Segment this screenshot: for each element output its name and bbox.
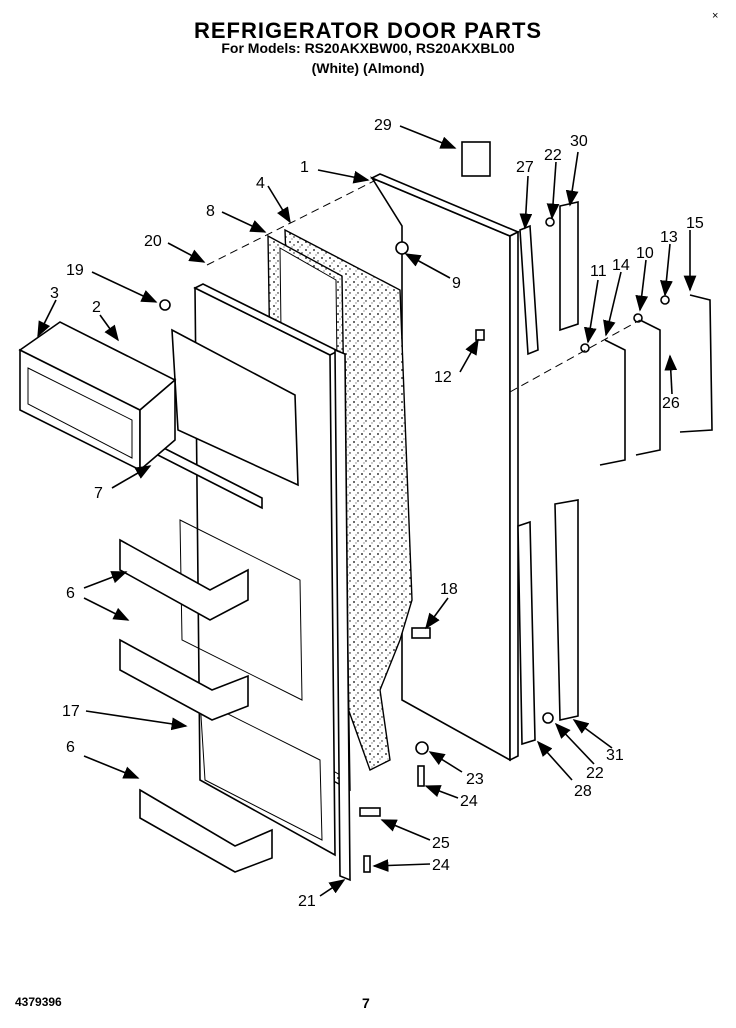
callout-leaders xyxy=(37,125,697,897)
callout-30: 30 xyxy=(570,133,588,150)
callout-21: 21 xyxy=(298,893,316,910)
model-numbers: For Models: RS20AKXBW00, RS20AKXBL00 xyxy=(221,40,515,56)
callout-20: 20 xyxy=(144,233,162,250)
lower-handle-trim xyxy=(517,499,579,746)
hinge-brackets xyxy=(599,294,713,466)
close-icon: × xyxy=(712,10,719,22)
callout-2: 2 xyxy=(92,299,101,316)
callout-14: 14 xyxy=(612,257,630,274)
callout-labels: 29 1 30 27 22 4 8 20 15 19 3 2 11 14 10 … xyxy=(50,117,704,910)
small-fasteners xyxy=(159,141,670,873)
callout-12: 12 xyxy=(434,369,452,386)
callout-9: 9 xyxy=(452,275,461,292)
inner-door-liner xyxy=(171,283,340,857)
color-variants: (White) (Almond) xyxy=(311,60,425,76)
callout-31: 31 xyxy=(606,747,624,764)
callout-27: 27 xyxy=(516,159,534,176)
callout-17: 17 xyxy=(62,703,80,720)
callout-29: 29 xyxy=(374,117,392,134)
top-dairy-bin xyxy=(18,321,177,472)
callout-15: 15 xyxy=(686,215,704,232)
callout-18: 18 xyxy=(440,581,458,598)
document-code: 4379396 xyxy=(15,995,62,1009)
callout-8: 8 xyxy=(206,203,215,220)
door-bin-2 xyxy=(119,638,249,721)
callout-25: 25 xyxy=(432,835,450,852)
callout-24a: 24 xyxy=(460,793,478,810)
callout-13: 13 xyxy=(660,229,678,246)
alignment-lines xyxy=(206,177,641,393)
callout-11: 11 xyxy=(590,263,607,280)
callout-10: 10 xyxy=(636,245,654,262)
callout-24b: 24 xyxy=(432,857,450,874)
door-bin-1 xyxy=(119,538,249,621)
callout-22: 22 xyxy=(544,147,562,164)
callout-19: 19 xyxy=(66,262,84,279)
callout-7: 7 xyxy=(94,485,103,502)
upper-handle-trim xyxy=(519,201,579,356)
callout-6a: 6 xyxy=(66,585,75,602)
callout-28: 28 xyxy=(574,783,592,800)
callout-1: 1 xyxy=(300,159,309,176)
door-bin-3 xyxy=(139,788,273,873)
callout-22b: 22 xyxy=(586,765,604,782)
callout-23: 23 xyxy=(466,771,484,788)
page-number: 7 xyxy=(362,995,370,1011)
callout-3: 3 xyxy=(50,285,59,302)
callout-6c: 6 xyxy=(66,739,75,756)
trim-strip xyxy=(334,348,351,882)
callout-4: 4 xyxy=(256,175,265,192)
callout-26: 26 xyxy=(662,395,680,412)
page-title: REFRIGERATOR DOOR PARTS xyxy=(193,18,543,43)
